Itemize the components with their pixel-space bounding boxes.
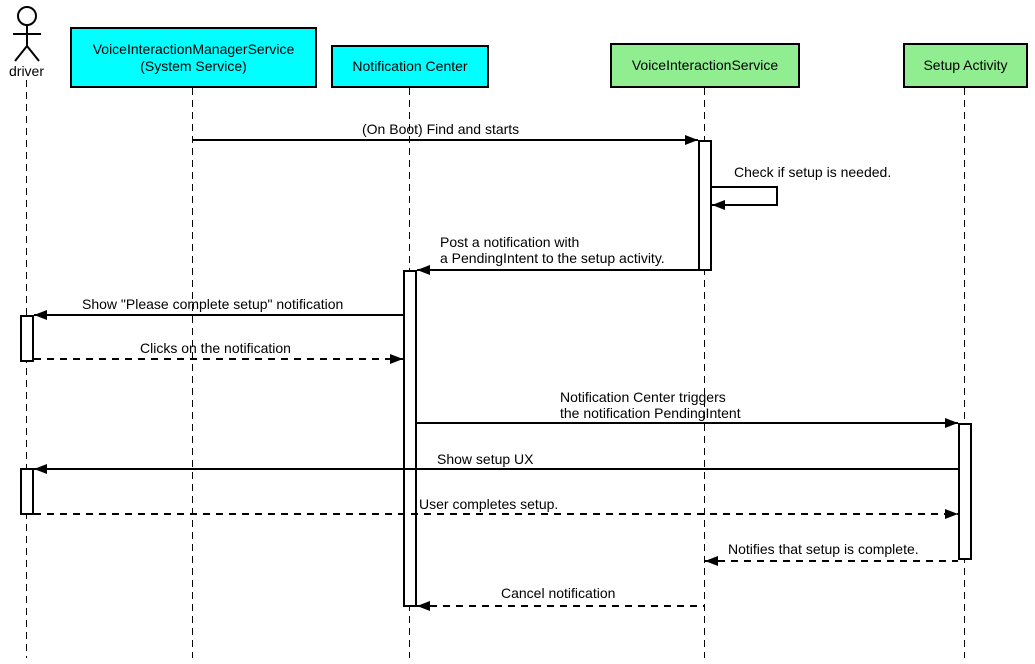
message-label: Show "Please complete setup" notificatio…: [82, 296, 344, 312]
arrowhead-icon: [705, 556, 718, 566]
message-line-show-setup-notification: [34, 314, 403, 316]
participant-notification-center: Notification Center: [331, 45, 489, 88]
arrowhead-icon: [34, 464, 47, 474]
message-label: Check if setup is needed.: [734, 164, 892, 180]
message-label: Notifies that setup is complete.: [728, 541, 919, 557]
actor-label: driver: [9, 63, 45, 79]
message-line-post-notification: [417, 269, 712, 271]
lifeline-setup-activity: [964, 88, 965, 658]
participant-label-line1: VoiceInteractionManagerService: [92, 40, 295, 57]
participant-voice-interaction-manager-service: VoiceInteractionManagerService (System S…: [70, 27, 317, 88]
message-label: User completes setup.: [419, 496, 559, 512]
message-label-line1: Notification Center triggers: [560, 389, 726, 405]
lifeline-voice-interaction-manager-service: [192, 88, 193, 658]
lifeline-driver: [26, 80, 27, 658]
activation-voice-interaction-service: [698, 140, 712, 271]
arrowhead-icon: [417, 601, 430, 611]
message-label: Show setup UX: [437, 451, 534, 467]
arrowhead-icon: [34, 310, 47, 320]
lifeline-voice-interaction-service: [704, 88, 705, 658]
arrowhead-icon: [390, 354, 403, 364]
message-line-user-completes-setup: [34, 513, 958, 515]
participant-voice-interaction-service: VoiceInteractionService: [610, 43, 800, 88]
message-line-clicks-notification: [34, 358, 403, 360]
message-label: Post a notification with a PendingIntent…: [440, 234, 665, 266]
activation-driver-1: [20, 315, 34, 362]
actor-stick-figure-icon: [13, 6, 41, 62]
message-label: Notification Center triggers the notific…: [560, 389, 741, 421]
message-label-line2: a PendingIntent to the setup activity.: [440, 250, 665, 266]
message-label-line2: the notification PendingIntent: [560, 405, 741, 421]
activation-notification-center: [403, 270, 417, 607]
message-line-notifies-setup-complete: [705, 560, 958, 562]
message-label: Cancel notification: [501, 585, 616, 601]
message-label: (On Boot) Find and starts: [362, 121, 520, 137]
participant-label: Notification Center: [352, 58, 468, 74]
arrowhead-icon: [712, 200, 725, 210]
message-self-loop-check-if-setup-needed: [712, 186, 778, 206]
message-line-cancel-notification: [417, 605, 705, 607]
message-line-on-boot-find-and-starts: [193, 139, 698, 141]
message-line-trigger-pendingintent: [417, 422, 958, 424]
activation-setup-activity: [958, 423, 972, 560]
arrowhead-icon: [685, 135, 698, 145]
arrowhead-icon: [945, 509, 958, 519]
actor-driver: [7, 6, 47, 64]
message-label: Clicks on the notification: [140, 340, 291, 356]
arrowhead-icon: [945, 418, 958, 428]
message-line-show-setup-ux: [34, 468, 958, 470]
participant-setup-activity: Setup Activity: [903, 43, 1028, 88]
arrowhead-icon: [417, 265, 430, 275]
participant-label-line2: (System Service): [140, 57, 247, 74]
participant-label: VoiceInteractionService: [631, 57, 779, 73]
participant-label: Setup Activity: [923, 57, 1008, 73]
message-label-line1: Post a notification with: [440, 234, 580, 250]
activation-driver-2: [20, 468, 34, 515]
